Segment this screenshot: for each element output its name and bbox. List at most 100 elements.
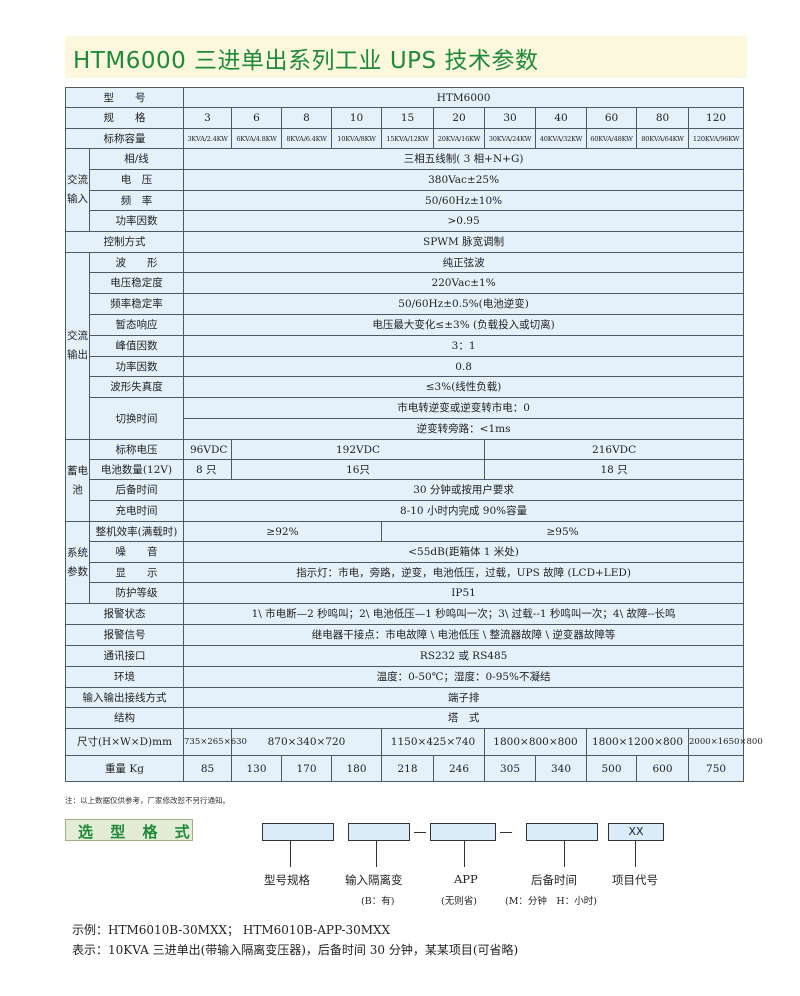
- alarm-state-value: 1\ 市电断—2 秒鸣叫；2\ 电池低压—1 秒鸣叫一次；3\ 过载--1 秒鸣…: [182, 603, 745, 625]
- meaning-line: 表示：10KVA 三进单出(带输入隔离变压器)，后备时间 30 分钟，某某项目(…: [72, 943, 519, 957]
- group-ac-output: 交流输出: [65, 252, 90, 440]
- row-label: 充电时间: [89, 500, 184, 522]
- env-value: 温度：0-50℃；湿度：0-95%不凝结: [182, 666, 745, 688]
- size-value: 735×265×630: [183, 728, 247, 756]
- weight-cell: 170: [281, 755, 332, 782]
- weight-cell: 500: [586, 755, 637, 782]
- row-alarm-state: 报警状态 1\ 市电断—2 秒鸣叫；2\ 电池低压—1 秒鸣叫一次；3\ 过载-…: [65, 603, 745, 625]
- weight-cell: 305: [484, 755, 536, 782]
- spec-cell: 80: [636, 107, 689, 129]
- weight-cell: 218: [381, 755, 434, 782]
- alarm-signal-value: 继电器干接点：市电故障 \ 电池低压 \ 整流器故障 \ 逆变器故障等: [182, 624, 745, 646]
- battery-voltage: 216VDC: [483, 439, 745, 460]
- connector-line: [376, 841, 377, 867]
- row-model: 型 号 HTM6000: [65, 87, 745, 108]
- app-box: [430, 823, 496, 841]
- row-value: 50/60Hz±10%: [182, 190, 745, 211]
- switch-label: 切换时间: [89, 397, 184, 440]
- row-label: 暂态响应: [89, 314, 184, 336]
- alarm-signal-label: 报警信号: [65, 624, 184, 646]
- model-spec-box: [262, 823, 334, 841]
- row-label: 波形失真度: [89, 376, 184, 398]
- control-value: SPWM 脉宽调制: [182, 231, 745, 253]
- row-control: 控制方式 SPWM 脉宽调制: [65, 231, 745, 253]
- row-value: 50/60Hz±0.5%(电池逆变): [182, 293, 745, 315]
- capacity-label: 标称容量: [65, 128, 184, 149]
- row-ac-input-voltage: 电 压 380Vac±25%: [66, 169, 745, 191]
- row-value: >0.95: [182, 210, 745, 232]
- weight-cell: 246: [433, 755, 485, 782]
- separator-dash: [500, 832, 512, 833]
- size-value: 2000×1650×800: [687, 728, 763, 756]
- size-value: 1800×1200×800: [586, 728, 689, 756]
- battery-count: 18 只: [483, 459, 745, 480]
- model-value: HTM6000: [182, 87, 745, 108]
- row-battery-voltage: 蓄电池 标称电压 96VDC 192VDC 216VDC: [65, 439, 745, 522]
- row-comm: 通讯接口 RS232 或 RS485: [65, 645, 745, 667]
- env-label: 环境: [65, 666, 184, 688]
- capacity-cell: 80KVA/64KW: [636, 128, 689, 149]
- structure-label: 结构: [65, 707, 184, 729]
- efficiency-value: ≥95%: [380, 521, 745, 542]
- row-label: 电 压: [89, 169, 184, 191]
- row-noise: 噪 音 <55dB(距箱体 1 米处): [66, 541, 745, 563]
- row-value: 0.8: [182, 356, 745, 377]
- row-ac-output-transient: 暂态响应 电压最大变化≤±3% (负载投入或切离): [66, 314, 745, 336]
- row-ac-output-crest: 峰值因数 3：1: [66, 335, 745, 357]
- row-weight: 重量 Kg 85 130 170 180 218 246 305 340 500…: [65, 755, 745, 782]
- group-battery: 蓄电池: [65, 439, 90, 522]
- label-app: APP: [454, 872, 478, 886]
- label-isolation: 输入隔离变: [345, 873, 403, 887]
- capacity-cell: 60KVA/48KW: [586, 128, 637, 149]
- weight-cell: 750: [687, 755, 745, 782]
- row-backup: 后备时间 30 分钟或按用户要求: [66, 479, 745, 501]
- backup-time-box: [526, 823, 598, 841]
- row-protection: 防护等级 IP51: [66, 582, 745, 604]
- group-ac-input: 交流输入: [65, 148, 90, 232]
- row-label: 功率因数: [89, 210, 184, 232]
- efficiency-value: ≥92%: [183, 521, 382, 542]
- control-label: 控制方式: [65, 231, 184, 253]
- capacity-cell: 6KVA/4.8KW: [231, 128, 282, 149]
- row-label: 防护等级: [89, 582, 184, 604]
- page-title: HTM6000 三进单出系列工业 UPS 技术参数: [73, 48, 539, 74]
- group-system: 系统参数: [65, 521, 90, 604]
- size-value: 1800×800×800: [484, 728, 587, 756]
- battery-voltage: 96VDC: [183, 439, 232, 460]
- wiring-value: 端子排: [182, 687, 745, 708]
- row-wiring: 输入输出接线方式 端子排: [65, 687, 745, 708]
- row-ac-output-frequency: 频率稳定率 50/60Hz±0.5%(电池逆变): [66, 293, 745, 315]
- row-capacity: 标称容量 3KVA/2.4KW 6KVA/4.8KW 8KVA/6.4KW 10…: [65, 128, 745, 149]
- row-label: 噪 音: [89, 541, 184, 563]
- row-label: 显 示: [89, 562, 184, 583]
- capacity-cell: 120KVA/96KW: [687, 128, 745, 149]
- connector-line: [635, 841, 636, 867]
- row-value: 电压最大变化≤±3% (负载投入或切离): [182, 314, 745, 336]
- row-label: 标称电压: [89, 439, 184, 460]
- sublabel-app: (无则省): [441, 896, 477, 907]
- comm-value: RS232 或 RS485: [182, 645, 745, 667]
- footnote: 注：以上数据仅供参考，厂家修改恕不另行通知。: [65, 796, 230, 805]
- spec-cell: 40: [535, 107, 587, 129]
- battery-count: 16只: [231, 459, 485, 480]
- row-ac-output-thd: 波形失真度 ≤3%(线性负载): [66, 376, 745, 398]
- row-value: IP51: [182, 582, 745, 604]
- spec-cell: 3: [183, 107, 232, 129]
- row-value: 3：1: [182, 335, 745, 357]
- connector-line: [290, 841, 291, 867]
- project-code-box: XX: [608, 823, 664, 841]
- label-model-spec: 型号规格: [264, 873, 310, 887]
- size-value: 1150×425×740: [381, 728, 485, 756]
- row-label: 频 率: [89, 190, 184, 211]
- sublabel-backup-time: (M：分钟 H：小时): [505, 896, 597, 907]
- spec-cell: 6: [231, 107, 282, 129]
- row-value: 380Vac±25%: [182, 169, 745, 191]
- row-battery-count: 电池数量(12V) 8 只 16只 18 只: [66, 459, 745, 480]
- title-band: [65, 36, 747, 78]
- spec-cell: 15: [381, 107, 434, 129]
- sublabel-isolation: (B：有): [361, 896, 395, 907]
- example-line: 示例：HTM6010B-30MXX； HTM6010B-APP-30MXX: [72, 923, 391, 937]
- row-charge: 充电时间 8-10 小时内完成 90%容量: [66, 500, 745, 522]
- weight-cell: 85: [183, 755, 232, 782]
- switch-value: 逆变转旁路：<1ms: [182, 418, 745, 440]
